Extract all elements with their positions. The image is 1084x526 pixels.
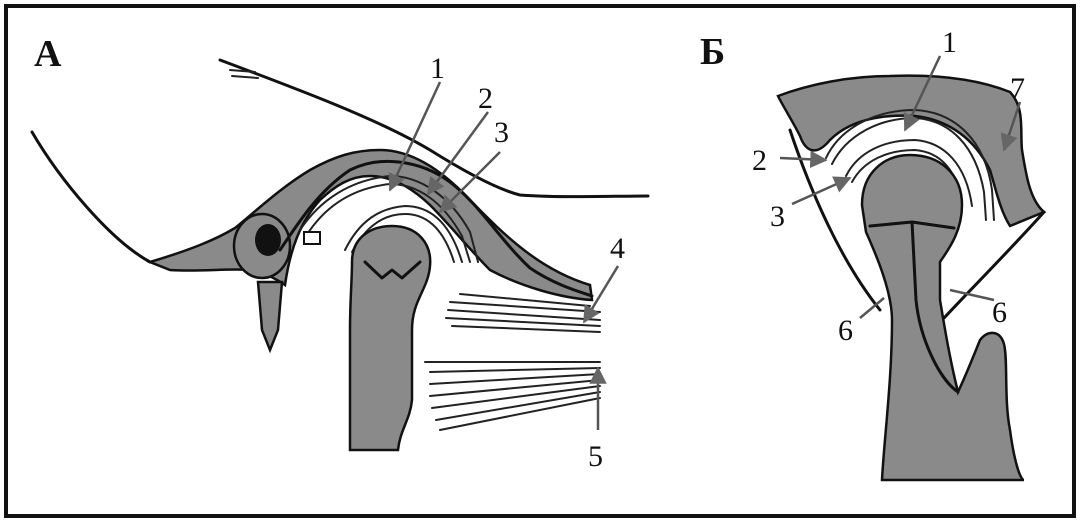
- ear-canal-hole: [255, 224, 281, 256]
- panel-b-num-2: 2: [752, 144, 767, 177]
- panel-a-num-5: 5: [588, 440, 603, 473]
- panel-a-num-1: 1: [430, 52, 445, 85]
- panel-a-num-4: 4: [610, 232, 625, 265]
- panel-a-num-3: 3: [494, 116, 509, 149]
- panel-a-label: А: [34, 33, 62, 75]
- b-arrow-6b: [950, 290, 994, 300]
- panel-b-num-1: 1: [942, 26, 957, 59]
- panel-b: Б 1 2 3 6 6 7: [700, 26, 1044, 480]
- panel-b-num-7: 7: [1010, 72, 1025, 105]
- panel-b-label: Б: [700, 31, 725, 73]
- disc-end-mark: [304, 232, 320, 244]
- b-arrow-2: [780, 158, 826, 160]
- panel-a-num-2: 2: [478, 82, 493, 115]
- styloid-process: [258, 282, 282, 350]
- outer-contour-line: [32, 132, 150, 262]
- panel-b-num-6-left: 6: [838, 314, 853, 347]
- b-arrow-3: [792, 178, 850, 204]
- panel-b-num-6-right: 6: [992, 296, 1007, 329]
- panel-a: А 1 2 3 4 5: [32, 33, 648, 473]
- panel-b-num-3: 3: [770, 200, 785, 233]
- mandible-condyle: [350, 226, 430, 450]
- muscle-upper: [446, 294, 600, 332]
- muscle-lower: [425, 362, 600, 430]
